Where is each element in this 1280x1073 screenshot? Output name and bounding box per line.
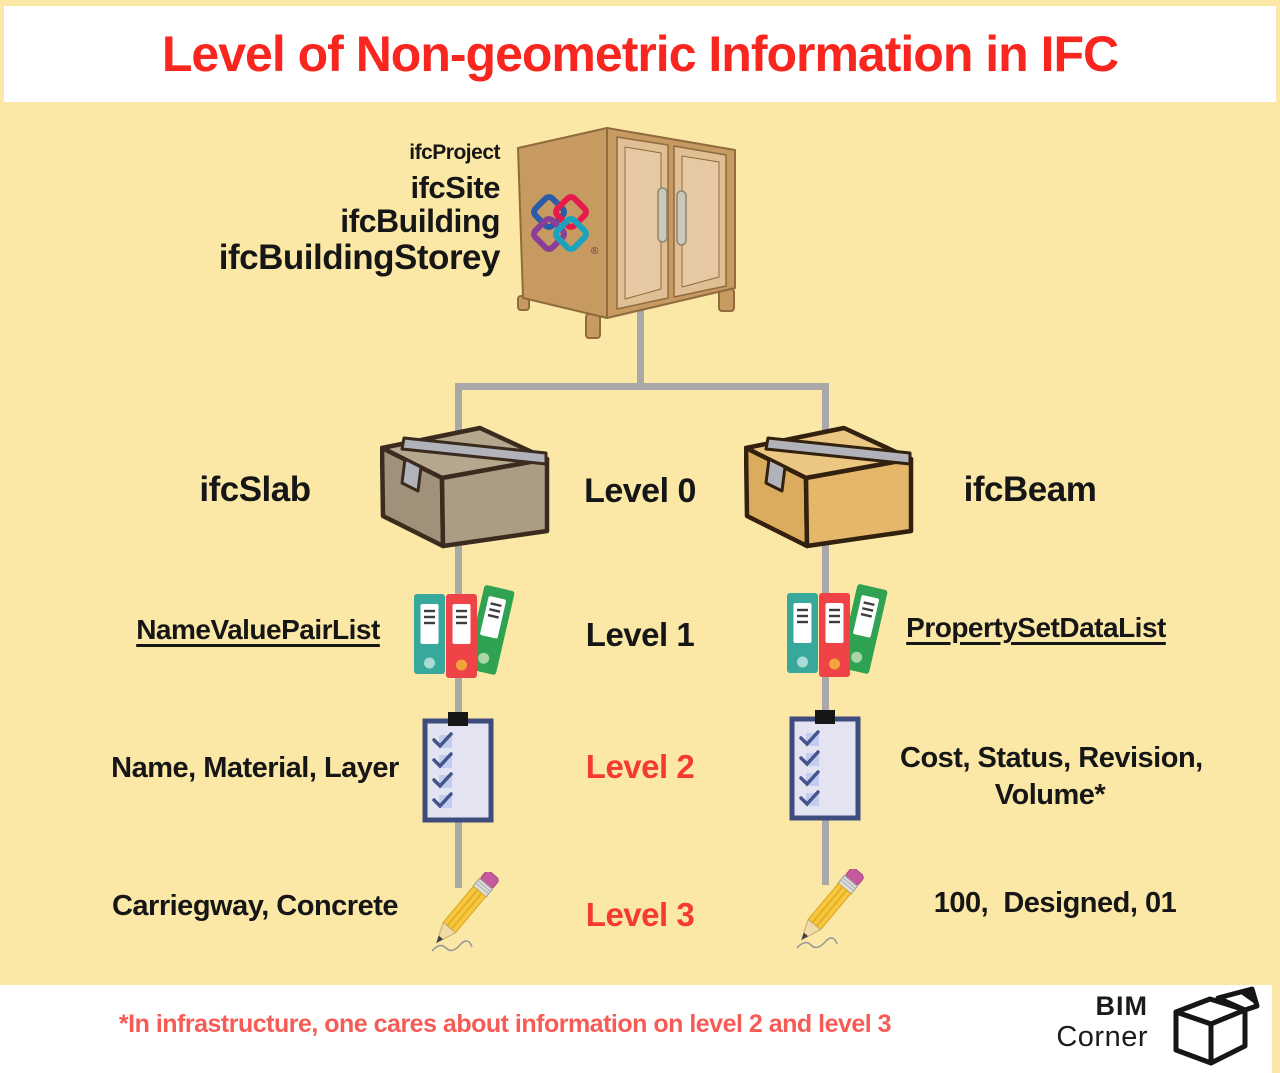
title-band: Level of Non-geometric Information in IF… <box>4 6 1276 102</box>
open-box-icon <box>1173 986 1260 1066</box>
label-level-1: Level 1 <box>585 616 695 653</box>
label-ifcbeam: ifcBeam <box>963 470 1097 509</box>
bim-corner-logo: BIM Corner <box>1008 991 1148 1054</box>
checklist-clipboard-left-icon <box>422 712 494 823</box>
cardboard-box-ifcbeam-icon <box>744 425 914 549</box>
cabinet-hierarchy-labels: ifcProject ifcSite ifcBuilding ifcBuildi… <box>218 141 501 277</box>
connector-horizontal-line <box>455 383 829 390</box>
pencil-left-icon <box>431 872 499 952</box>
registered-mark: ® <box>591 246 599 257</box>
label-cost-status-revision-line1: Cost, Status, Revision, <box>900 742 1203 774</box>
label-ifcbuilding: ifcBuilding <box>340 203 500 240</box>
label-propertysetdatalist: PropertySetDataList <box>906 612 1166 643</box>
checklist-clipboard-right-icon <box>789 710 861 821</box>
label-name-material-layer: Name, Material, Layer <box>111 752 399 784</box>
cabinet-icon: ® <box>517 127 736 339</box>
label-100-designed-01: 100, Designed, 01 <box>933 887 1177 919</box>
label-ifcproject: ifcProject <box>409 141 500 164</box>
ifc-logo-icon: ® <box>531 194 599 257</box>
label-carriegway-concrete: Carriegway, Concrete <box>111 890 399 922</box>
label-level-3: Level 3 <box>585 896 695 933</box>
brand-bim: BIM <box>1095 991 1148 1021</box>
label-level-2: Level 2 <box>585 748 695 785</box>
label-level-0: Level 0 <box>584 472 696 510</box>
label-ifcbuildingstorey: ifcBuildingStorey <box>218 237 501 277</box>
connector-root-line <box>637 308 644 388</box>
brand-corner: Corner <box>1056 1020 1148 1053</box>
footer-band <box>0 985 1272 1073</box>
footnote: *In infrastructure, one cares about info… <box>118 1010 892 1038</box>
label-cost-status-revision: Cost, Status, Revision, Volume* <box>900 740 1203 814</box>
label-volume-line2: Volume* <box>994 779 1106 811</box>
label-ifcslab: ifcSlab <box>199 470 311 509</box>
label-ifcsite: ifcSite <box>410 169 500 205</box>
label-namevaluepairlist: NameValuePairList <box>136 614 380 645</box>
cardboard-box-ifcslab-icon <box>380 425 550 549</box>
pencil-right-icon <box>796 869 864 949</box>
page-title: Level of Non-geometric Information in IF… <box>161 26 1119 82</box>
ring-binders-left-icon <box>414 585 515 678</box>
ring-binders-right-icon <box>787 584 888 677</box>
